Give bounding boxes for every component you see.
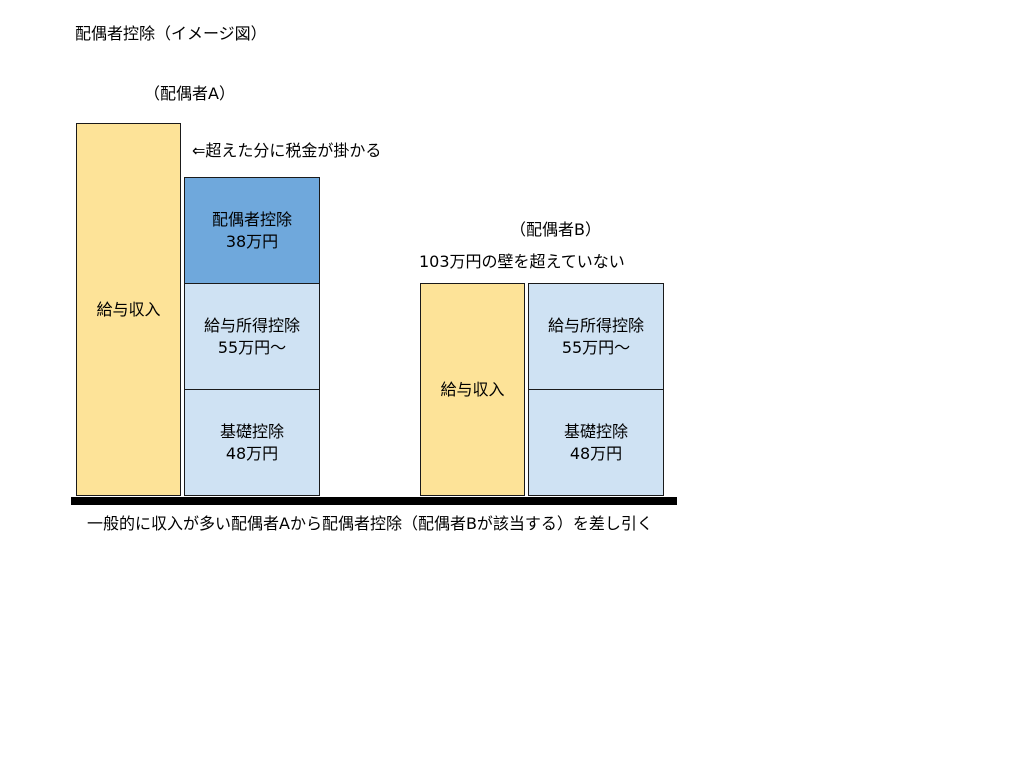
spouse-a-basic-deduction-box: 基礎控除 48万円 bbox=[184, 389, 320, 496]
page-title: 配偶者控除（イメージ図） bbox=[75, 24, 267, 43]
spouse-a-salary-box: 給与収入 bbox=[76, 123, 181, 496]
salary-deduction-name: 給与所得控除 bbox=[203, 315, 300, 335]
spouse-b-salary-label: 給与収入 bbox=[440, 379, 505, 399]
spouse-b-basic-deduction-box: 基礎控除 48万円 bbox=[528, 389, 664, 496]
salary-deduction-name: 給与所得控除 bbox=[547, 315, 644, 335]
spouse-a-salary-label: 給与収入 bbox=[96, 299, 161, 319]
spouse-b-salary-deduction-box: 給与所得控除 55万円～ bbox=[528, 283, 664, 390]
footer-description: 一般的に収入が多い配偶者Aから配偶者控除（配偶者Bが該当する）を差し引く bbox=[87, 514, 653, 533]
baseline-bar bbox=[71, 497, 677, 505]
spouse-a-salary-deduction-box: 給与所得控除 55万円～ bbox=[184, 283, 320, 390]
spouse-deduction-name: 配偶者控除 bbox=[211, 209, 292, 229]
spouse-a-label: （配偶者A） bbox=[144, 84, 235, 103]
spouse-b-note: 103万円の壁を超えていない bbox=[419, 252, 625, 271]
basic-deduction-amount: 48万円 bbox=[569, 443, 623, 463]
spouse-b-salary-box: 給与収入 bbox=[420, 283, 525, 496]
spouse-a-spouse-deduction-box: 配偶者控除 38万円 bbox=[184, 177, 320, 284]
basic-deduction-name: 基礎控除 bbox=[563, 421, 628, 441]
basic-deduction-amount: 48万円 bbox=[225, 443, 279, 463]
salary-deduction-amount: 55万円～ bbox=[561, 337, 631, 357]
spouse-a-note: ⇐超えた分に税金が掛かる bbox=[192, 141, 382, 160]
salary-deduction-amount: 55万円～ bbox=[217, 337, 287, 357]
spouse-b-label: （配偶者B） bbox=[510, 220, 601, 239]
spouse-deduction-amount: 38万円 bbox=[225, 231, 279, 251]
basic-deduction-name: 基礎控除 bbox=[219, 421, 284, 441]
